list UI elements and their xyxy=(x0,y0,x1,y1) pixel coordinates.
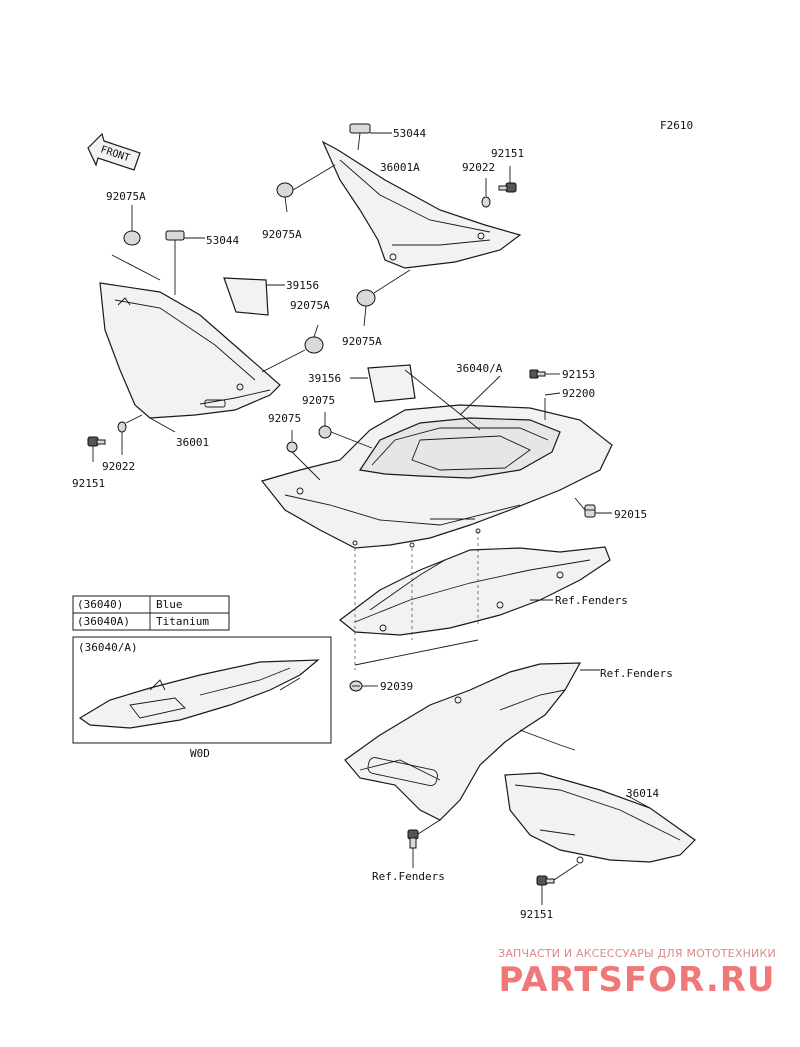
callout-ref-fenders-2: Ref.Fenders xyxy=(600,667,673,680)
color-row-2-part: (36040A) xyxy=(77,615,130,628)
grommet-92075A-left[interactable] xyxy=(123,230,141,246)
bolt-92153[interactable] xyxy=(529,369,546,379)
washer-92022-top[interactable] xyxy=(481,196,491,208)
rear-fender-assembly xyxy=(344,662,582,821)
callout-53044-left: 53044 xyxy=(206,234,239,247)
color-row-1-part: (36040) xyxy=(77,598,123,611)
callout-36001: 36001 xyxy=(176,436,209,449)
side-cover-left-36001[interactable] xyxy=(99,282,281,419)
grommet-92075A-mid[interactable] xyxy=(276,182,294,198)
callout-92075-a: 92075 xyxy=(268,412,301,425)
callout-92022-top: 92022 xyxy=(462,161,495,174)
callout-92151-bottom: 92151 xyxy=(520,908,553,921)
inset-variant-box: (36040/A) W0D xyxy=(72,636,332,760)
bolt-92151-top[interactable] xyxy=(498,182,517,193)
label-39156-center[interactable] xyxy=(367,364,416,403)
color-row-1-color: Blue xyxy=(156,598,183,611)
callout-92015: 92015 xyxy=(614,508,647,521)
callout-92153: 92153 xyxy=(562,368,595,381)
grommet-92075-a[interactable] xyxy=(286,441,298,453)
callout-ref-fenders-1: Ref.Fenders xyxy=(555,594,628,607)
bolt-92151-bottom[interactable] xyxy=(536,875,555,886)
callout-92075-b: 92075 xyxy=(302,394,335,407)
callout-39156-left: 39156 xyxy=(286,279,319,292)
front-arrow-icon: FRONT xyxy=(87,132,141,171)
callout-labels: 53044 36001A 92151 92022 92075A 92075A 5… xyxy=(72,127,673,921)
callout-ref-fenders-3: Ref.Fenders xyxy=(372,870,445,883)
chain-cover-36014[interactable] xyxy=(504,772,696,864)
callout-36040A: 36040/A xyxy=(456,362,503,375)
figure-code: F2610 xyxy=(660,119,693,132)
inner-fender-panel xyxy=(339,546,611,636)
washer-92022-left[interactable] xyxy=(117,421,127,433)
callout-92075A-left: 92075A xyxy=(106,190,146,203)
callout-92022-left: 92022 xyxy=(102,460,135,473)
damper-53044-left[interactable] xyxy=(165,230,185,241)
callout-92075A-lower: 92075A xyxy=(342,335,382,348)
callout-92039: 92039 xyxy=(380,680,413,693)
bolt-ref-fenders[interactable] xyxy=(407,829,419,849)
inset-label: (36040/A) xyxy=(78,641,138,654)
callout-92151-left: 92151 xyxy=(72,477,105,490)
callout-92075A-mid: 92075A xyxy=(262,228,302,241)
bolt-92151-left[interactable] xyxy=(87,436,106,447)
callout-36014: 36014 xyxy=(626,787,659,800)
callout-39156-center: 39156 xyxy=(308,372,341,385)
callout-92151-top: 92151 xyxy=(491,147,524,160)
watermark-brand: PARTSFOR.RU xyxy=(498,960,776,1000)
grommet-92075-b[interactable] xyxy=(318,425,332,439)
label-39156-left[interactable] xyxy=(223,277,269,316)
callout-92075A-center: 92075A xyxy=(290,299,330,312)
grommet-92075A-center[interactable] xyxy=(304,336,324,354)
inset-caption: W0D xyxy=(190,747,210,760)
clip-92039[interactable] xyxy=(349,680,363,692)
grommet-92075A-lower[interactable] xyxy=(356,289,376,307)
callout-36001A: 36001A xyxy=(380,161,420,174)
watermark-tagline: ЗАПЧАСТИ И АКСЕССУАРЫ ДЛЯ МОТОТЕХНИКИ xyxy=(498,947,776,960)
callout-53044-top: 53044 xyxy=(393,127,426,140)
damper-53044-top[interactable] xyxy=(349,123,371,134)
side-cover-right-36001A[interactable] xyxy=(321,140,522,269)
color-row-2-color: Titanium xyxy=(156,615,209,628)
color-table: (36040) Blue (36040A) Titanium xyxy=(72,595,230,631)
callout-92200: 92200 xyxy=(562,387,595,400)
nut-92015[interactable] xyxy=(584,504,596,518)
seat-cowl-36040A[interactable] xyxy=(260,404,613,549)
